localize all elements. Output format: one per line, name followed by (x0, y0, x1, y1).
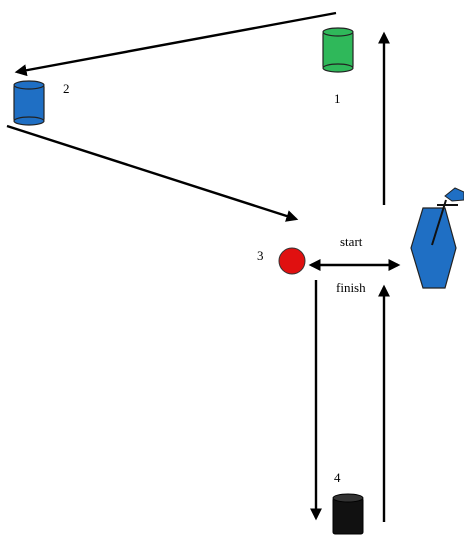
start-label: start (340, 234, 363, 249)
cone-2-number: 2 (63, 81, 70, 96)
arrow-to-cone-2 (14, 11, 337, 77)
cone-1 (322, 27, 354, 73)
cone-2 (13, 80, 45, 126)
arrow-to-cone-3 (6, 124, 299, 222)
cone-3-ball (278, 247, 306, 275)
finish-label: finish (336, 280, 366, 295)
cone-4 (332, 493, 364, 535)
player-figure (410, 187, 464, 289)
cone-1-number: 1 (334, 91, 341, 106)
cone-3-number: 3 (257, 248, 264, 263)
cone-4-number: 4 (334, 470, 341, 485)
